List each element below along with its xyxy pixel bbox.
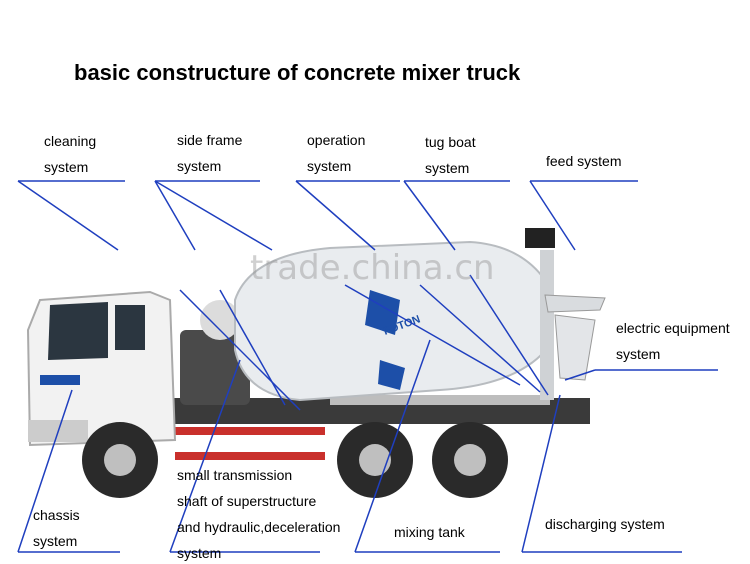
side-frame-rail — [330, 395, 550, 405]
label-mixing-tank: mixing tank — [394, 524, 465, 540]
side-guard-red-lower — [175, 452, 325, 460]
side-guard-red — [175, 427, 325, 435]
drum-stripe-2 — [378, 360, 405, 390]
cab-windshield — [48, 302, 108, 360]
water-tank — [200, 300, 240, 340]
cab-side-window — [115, 305, 145, 350]
label-feed-system: feed system — [546, 153, 622, 169]
watermark: trade.china.cn — [250, 248, 495, 288]
feed-hopper-top — [525, 228, 555, 248]
rear-wheel-2-hub — [454, 444, 486, 476]
rear-support — [540, 250, 554, 400]
front-wheel-hub — [104, 444, 136, 476]
discharge-chute — [554, 314, 596, 381]
label-discharging-system: discharging system — [545, 516, 665, 532]
hydraulic-unit — [180, 330, 250, 405]
rear-wheel-1-hub — [359, 444, 391, 476]
cab-logo-strip — [40, 375, 80, 385]
feed-hopper — [544, 294, 606, 313]
diagram-title: basic constructure of concrete mixer tru… — [74, 60, 521, 85]
leader-lines — [17, 180, 718, 553]
